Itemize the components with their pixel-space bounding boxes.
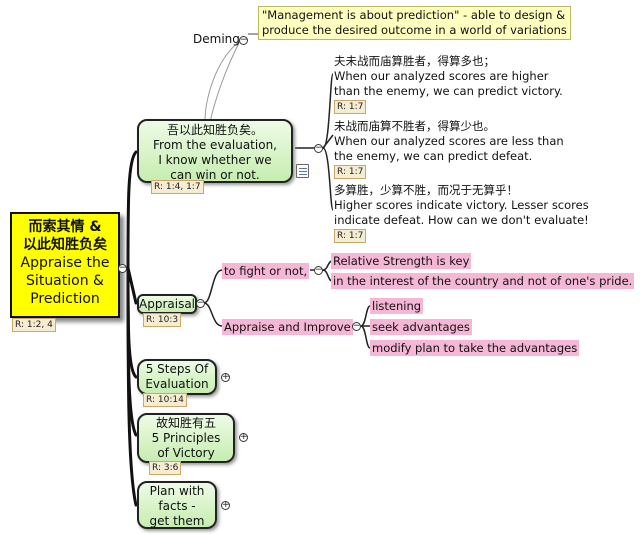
plan-with-facts-topic[interactable]: Plan with facts - get them	[137, 481, 217, 529]
deming-collapse-toggle[interactable]: −	[239, 35, 248, 45]
five-steps-expand-toggle[interactable]: +	[221, 372, 230, 382]
evaluation-note-1: 夫未战而庙算胜者，得算多也； When our analyzed scores …	[334, 54, 563, 98]
root-label-en: Appraise the Situation & Prediction	[20, 255, 110, 307]
five-principles-reference: R: 3:6	[149, 461, 182, 475]
appraisal-label: Appraisal	[139, 297, 196, 311]
relative-strength-item[interactable]: Relative Strength is key	[331, 253, 472, 269]
five-steps-reference: R: 10:14	[143, 393, 187, 407]
root-collapse-toggle[interactable]: −	[118, 263, 127, 273]
appraisal-collapse-toggle[interactable]: −	[196, 298, 205, 308]
evaluation-label: 吾以此知胜负矣。 From the evaluation, I know whe…	[153, 123, 277, 182]
listening-item[interactable]: listening	[370, 298, 424, 314]
five-principles-label: 故知胜有五 5 Principles of Victory	[151, 416, 221, 460]
note-icon[interactable]	[296, 164, 309, 178]
appraisal-topic[interactable]: Appraisal	[137, 294, 197, 314]
evaluation-collapse-toggle[interactable]: −	[314, 143, 323, 153]
country-interest-item[interactable]: in the interest of the country and not o…	[331, 273, 635, 289]
deming-callout: "Management is about prediction" - able …	[258, 6, 571, 40]
improve-collapse-toggle[interactable]: −	[352, 321, 361, 331]
appraisal-reference: R: 10:3	[143, 313, 182, 327]
five-steps-label: 5 Steps Of Evaluation	[145, 362, 209, 391]
root-reference: R: 1:2, 4	[12, 318, 56, 332]
root-topic[interactable]: 而索其情 & 以此知胜负矣 Appraise the Situation & P…	[10, 212, 120, 318]
seek-advantages-item[interactable]: seek advantages	[370, 319, 472, 335]
evaluation-reference: R: 1:4, 1:7	[151, 180, 204, 194]
five-principles-expand-toggle[interactable]: +	[239, 432, 248, 442]
evaluation-note-2: 未战而庙算不胜者，得算少也。 When our analyzed scores …	[334, 119, 564, 163]
deming-label: Deming	[193, 32, 240, 46]
evaluation-note-3: 多算胜，少算不胜，而况于无算乎！ Higher scores indicate …	[334, 183, 589, 227]
five-principles-topic[interactable]: 故知胜有五 5 Principles of Victory	[137, 413, 235, 463]
root-label-cn: 而索其情 & 以此知胜负矣	[23, 219, 107, 253]
modify-plan-item[interactable]: modify plan to take the advantages	[370, 340, 580, 356]
evaluation-note-3-reference: R: 1:7	[334, 229, 367, 243]
plan-expand-toggle[interactable]: +	[221, 500, 230, 510]
evaluation-note-2-reference: R: 1:7	[334, 165, 367, 179]
five-steps-topic[interactable]: 5 Steps Of Evaluation	[137, 359, 217, 395]
evaluation-note-1-reference: R: 1:7	[334, 100, 367, 114]
fight-collapse-toggle[interactable]: −	[314, 265, 323, 275]
plan-with-facts-label: Plan with facts - get them	[149, 484, 205, 528]
fight-or-not-topic[interactable]: to fight or not,	[222, 263, 310, 279]
evaluation-topic[interactable]: 吾以此知胜负矣。 From the evaluation, I know whe…	[137, 119, 293, 183]
appraise-improve-topic[interactable]: Appraise and Improve	[222, 319, 353, 335]
